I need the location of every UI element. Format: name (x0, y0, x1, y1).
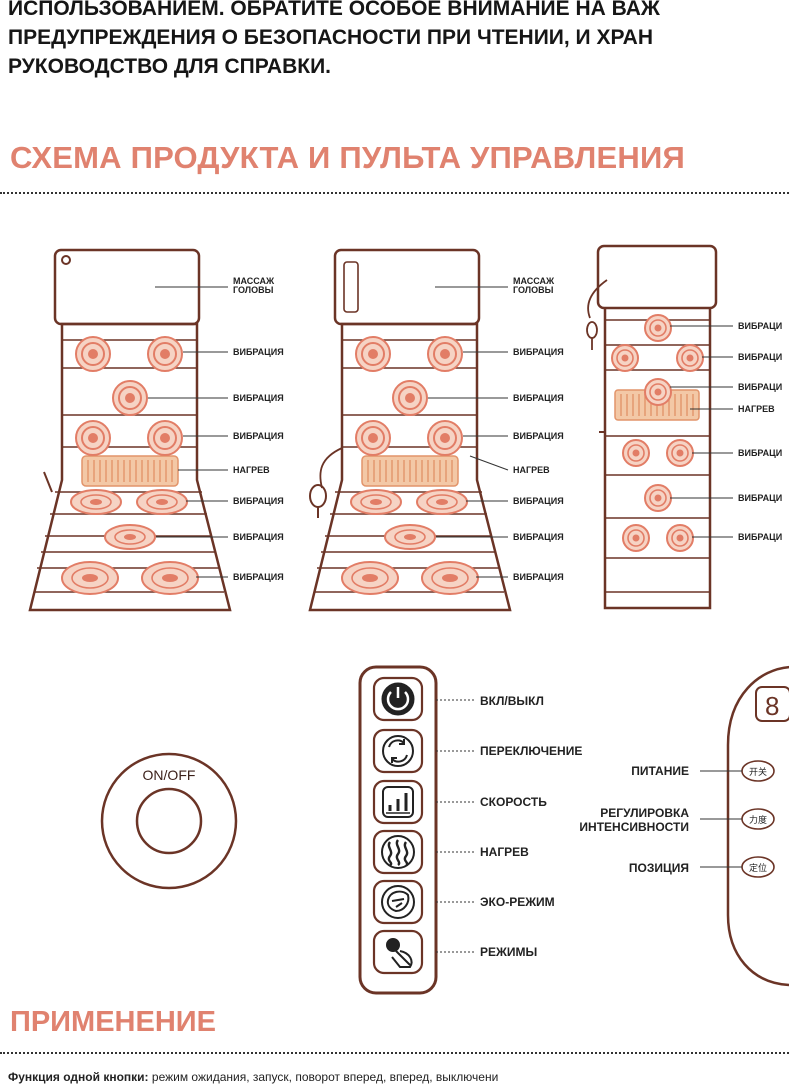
remote-label: ВКЛ/ВЫКЛ (480, 694, 544, 708)
usage-text-body: режим ожидания, запуск, поворот вперед, … (148, 1070, 499, 1084)
power-icon (381, 682, 415, 716)
divider (0, 192, 789, 194)
controllers: ON/OFF (100, 665, 789, 995)
mat2-label: ВИБРАЦИЯ (513, 532, 564, 542)
mat1-label: ВИБРАЦИЯ (233, 496, 284, 506)
remote2-label: ИНТЕНСИВНОСТИ (579, 820, 689, 834)
remote-label: ПЕРЕКЛЮЧЕНИЕ (480, 744, 582, 758)
remote2-btn: 力度 (749, 814, 767, 825)
intro-line: ИСПОЛЬЗОВАНИЕМ. ОБРАТИТЕ ОСОБОЕ ВНИМАНИЕ… (8, 0, 660, 20)
remote-label: РЕЖИМЫ (480, 945, 537, 959)
intro-line: ПРЕДУПРЕЖДЕНИЯ О БЕЗОПАСНОСТИ ПРИ ЧТЕНИИ… (8, 26, 653, 49)
mat3-label: ВИБРАЦИ (738, 448, 782, 458)
divider (0, 1052, 789, 1054)
mat-3 (586, 244, 718, 610)
remote2-btn: 定位 (749, 862, 767, 873)
remote2-display: 8 (765, 691, 779, 721)
mat3-label: ВИБРАЦИ (738, 532, 782, 542)
onoff-switch (100, 752, 238, 890)
eco-icon (381, 885, 415, 919)
switch-icon (382, 735, 414, 767)
mat1-label: ВИБРАЦИЯ (233, 572, 284, 582)
remote-label: СКОРОСТЬ (480, 795, 547, 809)
remote2-label: ПОЗИЦИЯ (629, 861, 689, 875)
mat1-label: ВИБРАЦИЯ (233, 431, 284, 441)
usage-text-bold: Функция одной кнопки: (8, 1070, 149, 1084)
remote2-label: ПИТАНИЕ (631, 764, 689, 778)
mat1-label: ВИБРАЦИЯ (233, 393, 284, 403)
remote2-label: РЕГУЛИРОВКА (600, 806, 689, 820)
mat3-label: ВИБРАЦИ (738, 382, 782, 392)
mat2-label: ВИБРАЦИЯ (513, 431, 564, 441)
mat2-label: ВИБРАЦИЯ (513, 496, 564, 506)
mat1-label: НАГРЕВ (233, 465, 270, 475)
mat-1 (28, 248, 232, 612)
mat3-label: ВИБРАЦИ (738, 321, 782, 331)
remote-label: НАГРЕВ (480, 845, 529, 859)
usage-title: ПРИМЕНЕНИЕ (10, 1006, 216, 1038)
section-title: СХЕМА ПРОДУКТА И ПУЛЬТА УПРАВЛЕНИЯ (10, 140, 685, 175)
mat2-label: НАГРЕВ (513, 465, 550, 475)
onoff-label: ON/OFF (143, 767, 196, 783)
intro-text: ИСПОЛЬЗОВАНИЕМ. ОБРАТИТЕ ОСОБОЕ ВНИМАНИЕ… (8, 0, 789, 81)
modes-icon (386, 938, 413, 968)
remote2-btn: 开关 (749, 766, 767, 777)
heat-icon (381, 835, 415, 869)
remote2-body (726, 665, 789, 987)
mat3-label: ВИБРАЦИ (738, 352, 782, 362)
mat1-label: ВИБРАЦИЯ (233, 532, 284, 542)
mat-2 (308, 248, 512, 612)
mat2-label: ВИБРАЦИЯ (513, 572, 564, 582)
mat1-label: МАССАЖ (233, 276, 275, 286)
mat3-label: ВИБРАЦИ (738, 493, 782, 503)
usage-text: Функция одной кнопки: режим ожидания, за… (8, 1070, 789, 1084)
mat2-label: ВИБРАЦИЯ (513, 393, 564, 403)
mat2-label: ВИБРАЦИЯ (513, 347, 564, 357)
mat3-label: НАГРЕВ (738, 404, 775, 414)
mat2-label: МАССАЖ (513, 276, 555, 286)
mat2-label: ГОЛОВЫ (513, 285, 554, 295)
remote-body (358, 665, 438, 995)
product-diagrams: МАССАЖ ГОЛОВЫ ВИБРАЦИЯ ВИБРАЦИЯ ВИБРАЦИЯ… (28, 244, 782, 612)
mat1-label: ВИБРАЦИЯ (233, 347, 284, 357)
speed-icon (382, 786, 414, 818)
remote-label: ЭКО-РЕЖИМ (480, 895, 555, 909)
intro-line: РУКОВОДСТВО ДЛЯ СПРАВКИ. (8, 55, 332, 78)
mat1-label: ГОЛОВЫ (233, 285, 274, 295)
